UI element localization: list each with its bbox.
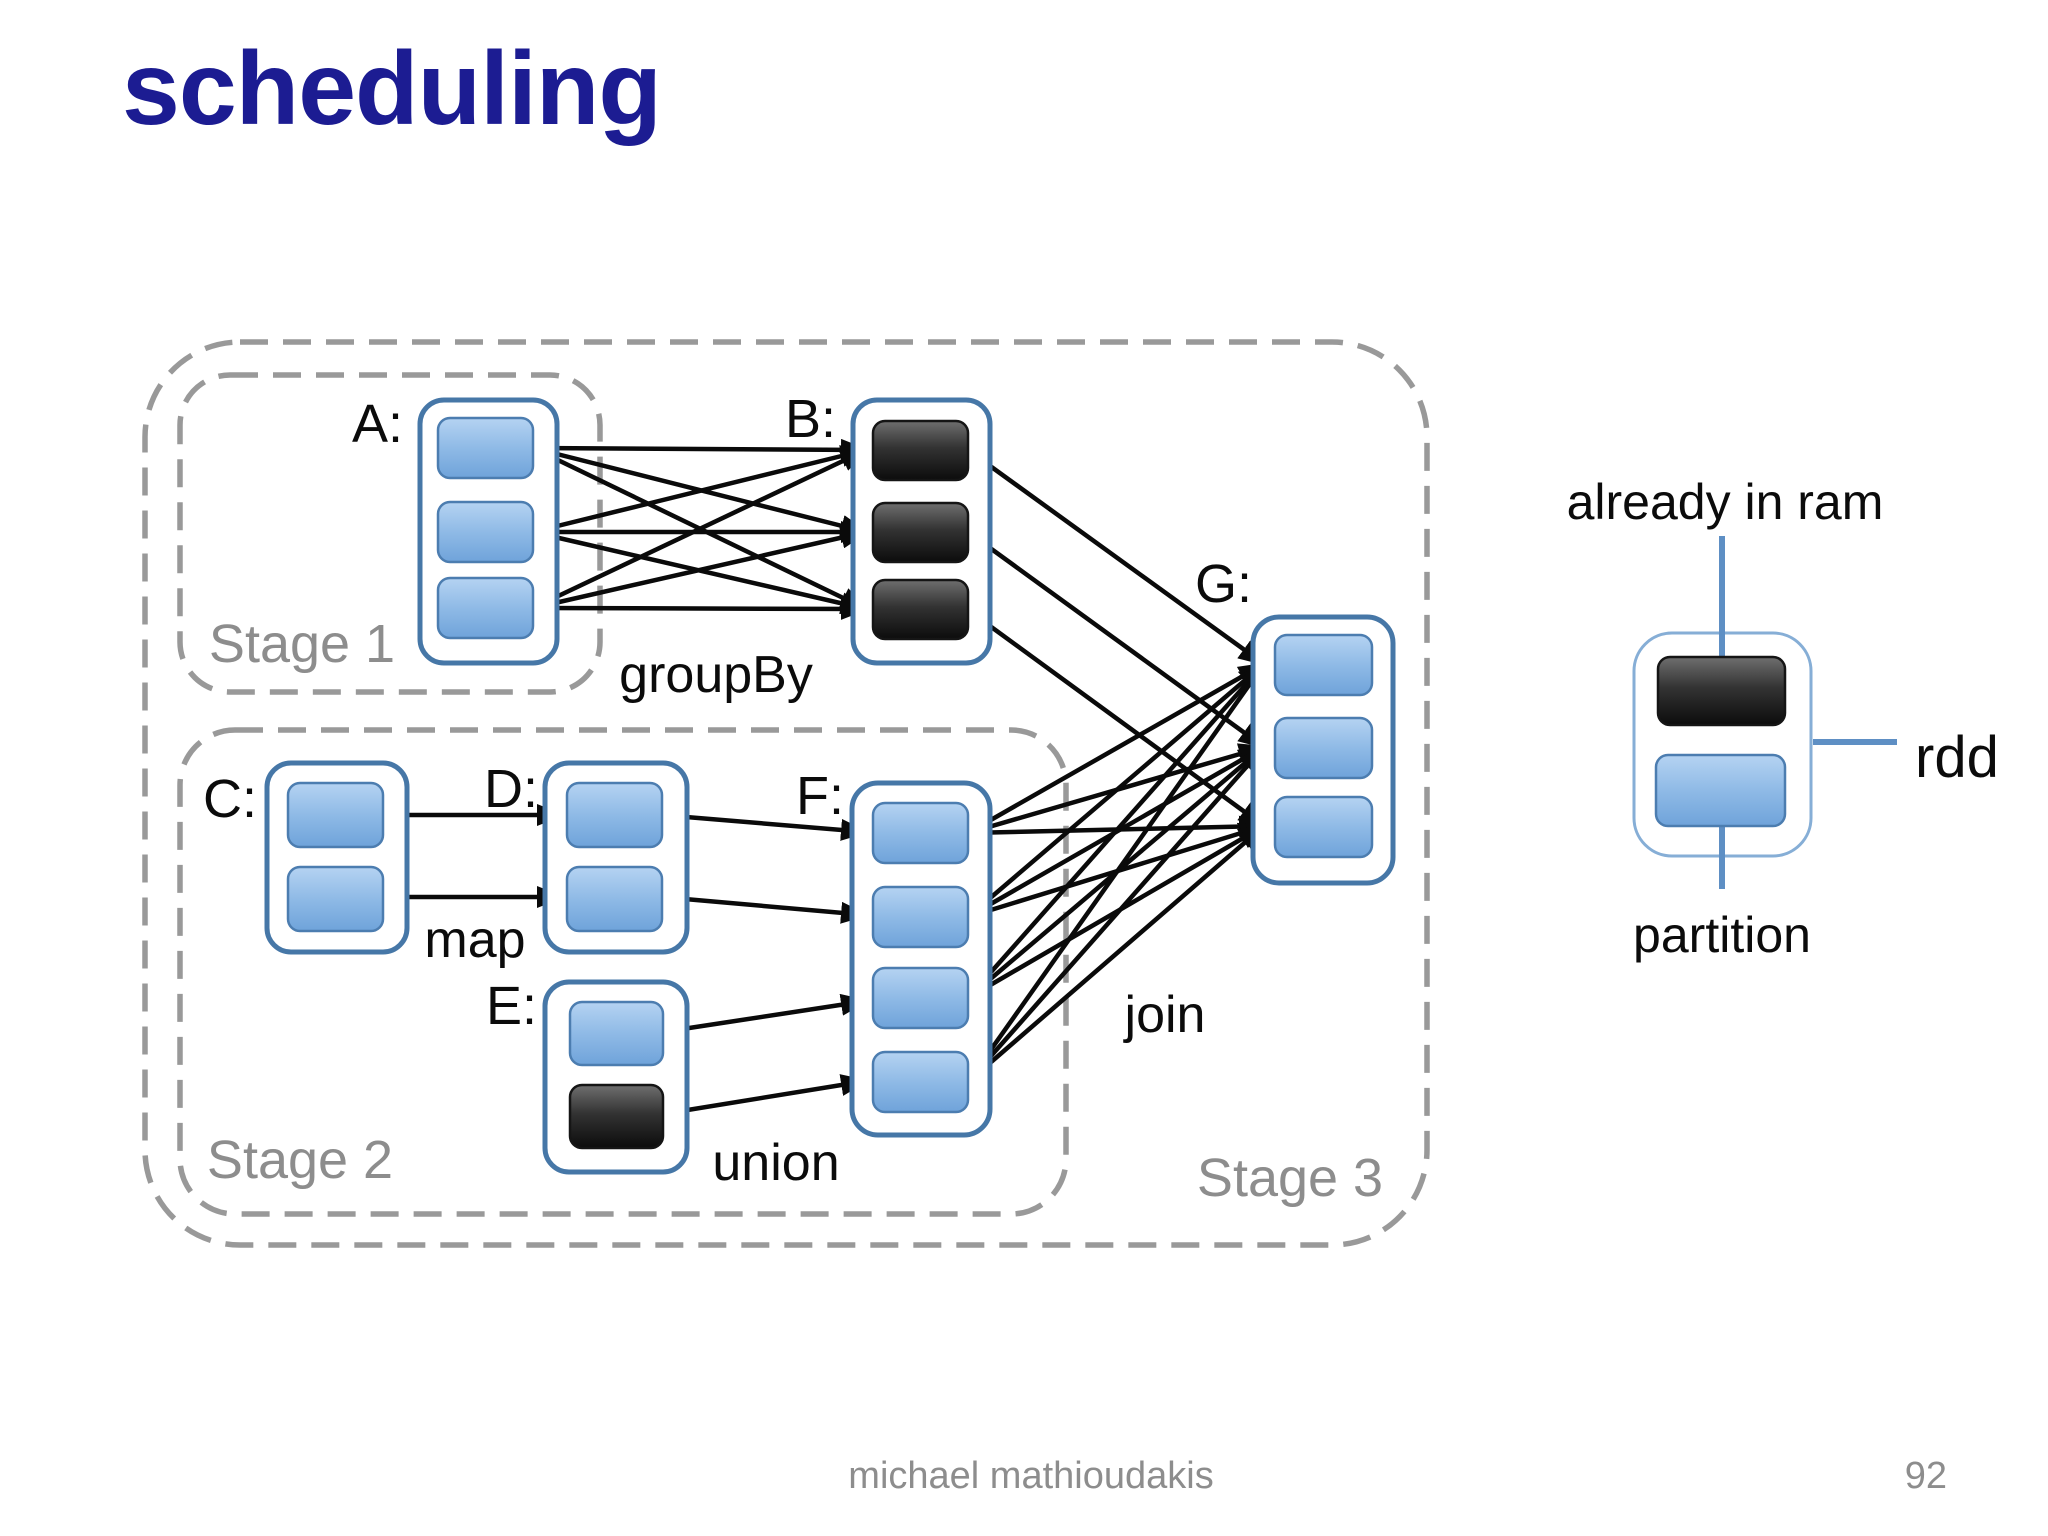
arrow-line — [532, 438, 869, 461]
arrow-line — [966, 661, 1266, 1000]
op-join-label: join — [1123, 986, 1206, 1044]
partition-in-ram — [568, 1083, 665, 1150]
arrow-line — [966, 608, 1267, 828]
rdd-b: B: — [785, 389, 993, 666]
edges-b-to-g — [966, 448, 1267, 828]
edges-e-to-f-union — [662, 993, 869, 1117]
footer-page-number: 92 — [1905, 1455, 1947, 1497]
rdd-e: E: — [486, 976, 690, 1175]
edges-d-to-f-union — [661, 812, 869, 924]
arrow-line — [966, 661, 1266, 1084]
arrow-line — [966, 662, 1267, 919]
partition — [436, 576, 535, 640]
partition — [871, 966, 970, 1030]
stage3-boundary — [142, 339, 1430, 1248]
legend-rdd-label: rdd — [1915, 725, 1999, 790]
edges-f-to-g-join — [966, 661, 1267, 1084]
partition — [436, 500, 535, 564]
op-union-label: union — [712, 1134, 839, 1192]
rdd-c-label: C: — [203, 769, 257, 829]
arrow-line — [661, 812, 869, 841]
partition — [871, 885, 970, 949]
edges-c-to-d-map — [383, 804, 565, 908]
partition-in-ram — [871, 419, 970, 482]
rdd-f-label: F: — [796, 766, 844, 826]
legend-already-in-ram-label: already in ram — [1567, 474, 1884, 530]
stage3-label: Stage 3 — [1197, 1148, 1383, 1208]
partition — [871, 801, 970, 865]
arrow-line — [966, 662, 1267, 835]
rdd-box — [849, 780, 993, 1138]
arrow-line — [532, 445, 869, 535]
partition — [1273, 716, 1374, 780]
rdd-d: D: — [484, 759, 690, 955]
partition — [286, 781, 385, 849]
partition — [565, 781, 664, 849]
stage1-label: Stage 1 — [209, 614, 395, 674]
rdd-c: C: — [203, 760, 410, 955]
page-title: scheduling — [122, 31, 662, 147]
arrow-line — [662, 1074, 869, 1117]
legend: already in ram rdd partition — [1567, 474, 1999, 963]
arrow-line — [966, 448, 1267, 666]
arrow-line — [532, 447, 869, 611]
footer-author: michael mathioudakis — [848, 1455, 1213, 1497]
op-groupby-label: groupBy — [619, 646, 813, 704]
partition-in-ram — [871, 578, 970, 641]
arrow-line — [966, 744, 1266, 1084]
arrow-line — [661, 894, 869, 924]
rdd-g: G: — [1195, 554, 1396, 886]
arrow-line — [966, 824, 1267, 1084]
edges-a-to-b-groupby — [532, 438, 869, 620]
stage2-label: Stage 2 — [207, 1130, 393, 1190]
arrow-line — [662, 993, 869, 1035]
rdd-e-label: E: — [486, 976, 537, 1036]
rdd-d-label: D: — [484, 759, 538, 819]
arrow-line — [532, 597, 869, 620]
partition — [565, 865, 664, 933]
rdd-a-label: A: — [352, 394, 403, 454]
rdd-f: F: — [796, 766, 993, 1138]
partition — [286, 865, 385, 933]
partition-in-ram — [871, 501, 970, 564]
arrow-line — [532, 526, 869, 611]
legend-partition-label: partition — [1633, 907, 1811, 963]
partition — [436, 416, 535, 480]
legend-partition — [1654, 753, 1787, 828]
rdd-g-label: G: — [1195, 554, 1252, 614]
partition — [1273, 795, 1374, 859]
rdd-a: A: — [352, 394, 560, 666]
op-map-label: map — [424, 911, 525, 969]
arrow-line — [966, 530, 1267, 749]
partition — [568, 1000, 665, 1067]
partition — [1273, 633, 1374, 697]
rdd-b-label: B: — [785, 389, 836, 449]
legend-partition-in-ram — [1656, 655, 1787, 727]
partition — [871, 1050, 970, 1114]
